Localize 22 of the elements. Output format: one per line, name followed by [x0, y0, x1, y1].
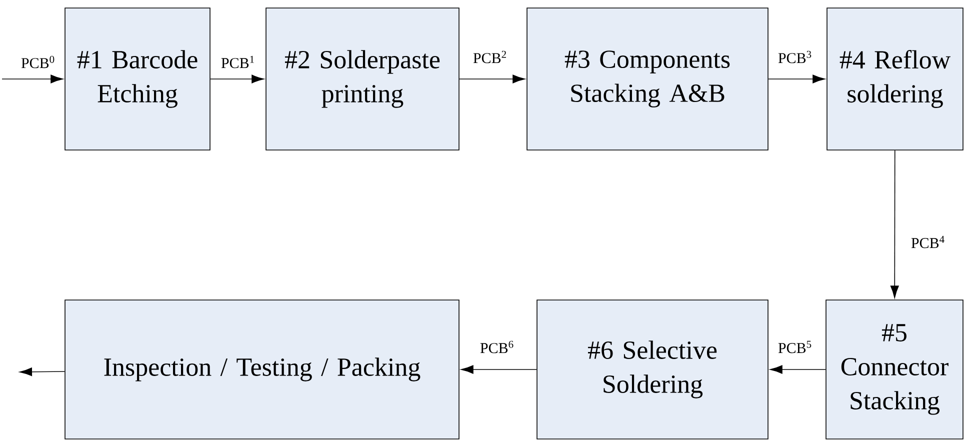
edge-label: PCB$^{0}$ [21, 56, 54, 68]
process-box: #5 Connector Stacking [826, 300, 964, 440]
process-box: #2 Solderpaste printing [266, 8, 460, 150]
process-box: #4 Reflow soldering [826, 8, 964, 150]
edge-label: PCB$^{1}$ [221, 56, 254, 68]
edge-label: PCB$^{5}$ [778, 340, 812, 354]
arrow [768, 74, 826, 84]
arrow [20, 368, 66, 376]
arrow [890, 150, 899, 298]
arrow [459, 74, 526, 84]
edge-label: PCB$^{4}$ [911, 236, 944, 248]
process-box: #3 Components Stacking A&B [526, 8, 768, 150]
arrow [770, 365, 826, 374]
edge-label: PCB$^{2}$ [473, 50, 506, 64]
arrow [2, 74, 64, 84]
arrow [210, 74, 264, 84]
process-box: Inspection / Testing / Packing [64, 300, 460, 440]
process-box: #6 Selective Soldering [536, 300, 768, 440]
arrow [460, 365, 537, 374]
edge-label: PCB$^{3}$ [778, 50, 812, 64]
process-box: #1 Barcode Etching [64, 8, 210, 150]
edge-label: PCB$^{6}$ [480, 340, 514, 354]
